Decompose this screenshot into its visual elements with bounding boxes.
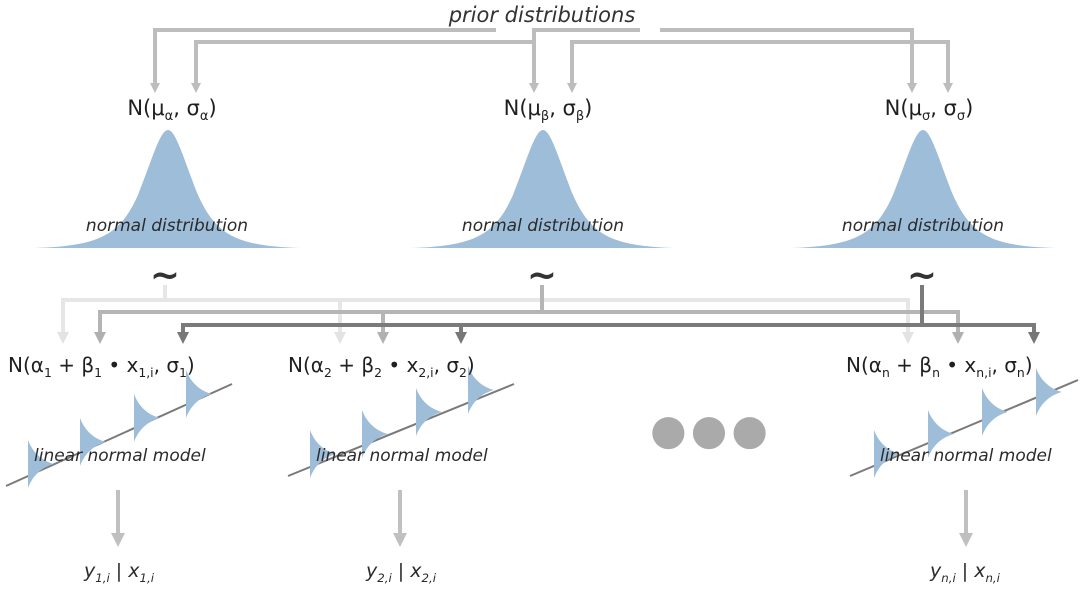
- linear-model-label-n: linear normal model: [880, 446, 1052, 466]
- tilde-beta: ~: [526, 255, 558, 296]
- connector-mid: [94, 285, 964, 344]
- tilde-sigma: ~: [906, 255, 938, 296]
- ellipsis: ●●●: [650, 405, 772, 454]
- prior-arrows: [150, 28, 953, 93]
- normal-distribution-label-sigma: normal distribution: [841, 216, 1005, 236]
- tilde-alpha: ~: [149, 255, 181, 296]
- output-label-1: y1,i | x1,i: [84, 560, 154, 585]
- output-label-2: y2,i | x2,i: [366, 560, 436, 585]
- bell-curve-sigma: [790, 130, 1055, 248]
- output-label-n: yn,i | xn,i: [930, 560, 1000, 585]
- normal-distribution-label-beta: normal distribution: [461, 216, 625, 236]
- linear-model-label-2: linear normal model: [316, 446, 488, 466]
- linear-model-glyph-n: [849, 368, 1079, 478]
- output-arrows: [111, 490, 973, 547]
- linear-model-label-1: linear normal model: [34, 446, 206, 466]
- linear-model-glyph-2: [287, 366, 515, 478]
- bell-curve-alpha: [35, 130, 300, 248]
- connector-dark: [177, 285, 1040, 344]
- model-label-n: N(αn + βn • xn,i, σn): [846, 353, 1033, 380]
- prior-alpha-label: N(μα, σα): [127, 96, 217, 125]
- model-label-1: N(α1 + β1 • x1,i, σ1): [8, 353, 195, 380]
- linear-model-glyph-1: [5, 370, 233, 488]
- prior-beta-label: N(μβ, σβ): [503, 96, 593, 125]
- prior-sigma-label: N(μσ, σσ): [884, 96, 974, 125]
- bell-curve-beta: [410, 130, 675, 248]
- normal-distribution-label-alpha: normal distribution: [85, 216, 249, 236]
- prior-distributions-title: prior distributions: [448, 3, 636, 27]
- model-label-2: N(α2 + β2 • x2,i, σ2): [288, 353, 475, 380]
